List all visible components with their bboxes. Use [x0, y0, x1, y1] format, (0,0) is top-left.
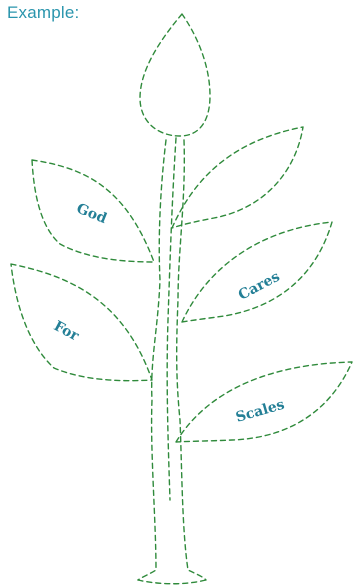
for-label: For	[51, 318, 82, 345]
top-leaf-outline	[140, 14, 210, 136]
trunk-center-line	[167, 138, 176, 500]
for-leaf-outline	[11, 264, 152, 381]
trunk-base	[138, 580, 206, 584]
god-label: God	[74, 201, 109, 228]
cares-label: Cares	[236, 269, 283, 304]
trunk-right-edge	[177, 140, 206, 580]
trunk-left-edge	[138, 140, 166, 580]
upper-right-leaf-outline	[172, 127, 303, 228]
cares-leaf-outline	[182, 222, 332, 322]
scales-label: Scales	[234, 397, 286, 426]
